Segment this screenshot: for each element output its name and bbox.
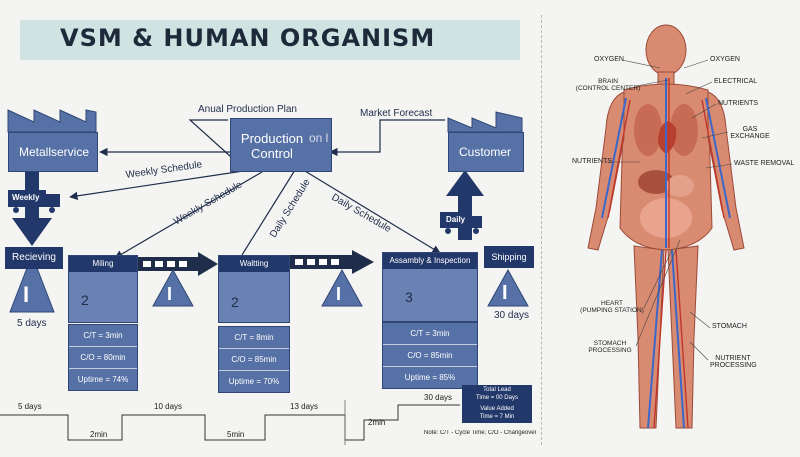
shipping-arrow xyxy=(446,170,484,196)
forecast-line xyxy=(329,119,445,157)
timeline-days-3: 13 days xyxy=(290,402,319,411)
anatomy-label-gas-exchange: GAS EXCHANGE xyxy=(730,126,770,140)
inventory-symbol-shipping: I xyxy=(502,282,508,304)
inventory-triangle-2 xyxy=(321,268,363,307)
timeline-days-4: 30 days xyxy=(424,393,453,402)
cycle-time: C/T = 3min xyxy=(69,325,137,347)
plan-line xyxy=(188,119,241,166)
anatomy-label-nutrient-processing: NUTRIENT PROCESSING xyxy=(710,355,757,369)
timeline-days-1: 5 days xyxy=(18,402,42,411)
operator-count: 2 xyxy=(81,292,89,308)
process-name: Assambly & Inspection xyxy=(383,253,477,269)
value-added-time-box: Value Added Time = 7 Min xyxy=(462,404,532,423)
total-lead-time-box: Total Lead Time = 00 Days xyxy=(462,385,532,404)
heart-shape xyxy=(658,121,677,154)
inventory-symbol-2: I xyxy=(336,284,342,304)
supplier-box: Metallservice xyxy=(8,132,98,172)
veins xyxy=(601,78,731,429)
vsm-connectors xyxy=(0,109,529,445)
anatomy-label-electrical: ELECTRICAL xyxy=(714,78,758,85)
anatomy-label-heart: HEART (PUMPING STATION) xyxy=(580,300,644,314)
uptime: Uptime = 70% xyxy=(228,377,280,386)
receiving-arrow xyxy=(12,218,52,246)
production-control-ghost: on l xyxy=(309,131,329,145)
anatomy-label-stomach-right: STOMACH xyxy=(712,323,747,330)
uptime: Uptime = 85% xyxy=(404,373,456,382)
receiving-box: Recieving xyxy=(5,247,63,269)
timeline-mins-3: 2min xyxy=(368,418,386,427)
inventory-symbol-1: I xyxy=(167,284,173,304)
anatomy-label-stomach-left: STOMACH PROCESSING xyxy=(588,340,632,354)
anatomy-label-oxygen-right: OXYGEN xyxy=(710,56,740,63)
anatomy-label-brain: BRAIN (CONTROL CENTER) xyxy=(575,78,641,92)
changeover: C/O = 80min xyxy=(69,347,137,369)
receiving-days: 5 days xyxy=(17,318,47,329)
supplier-factory-roof xyxy=(7,109,97,133)
organs xyxy=(634,104,698,238)
process-box-assembly: Assambly & Inspection 3 xyxy=(382,252,478,322)
production-control-label: Production Control xyxy=(240,131,304,161)
production-control-box: Production Control on l xyxy=(230,118,332,172)
inventory-triangle-shipping xyxy=(487,268,529,307)
supplier-label: Metallservice xyxy=(19,145,90,159)
push-arrow-1 xyxy=(138,252,218,276)
anatomy-label-nutrients-left: NUTRIENTS xyxy=(572,158,613,165)
process-name: Waltting xyxy=(219,256,289,272)
anatomy-label-waste-removal: WASTE REMOVAL xyxy=(734,160,795,167)
inventory-triangle-receiving xyxy=(9,253,55,313)
cycle-time: C/T = 3min xyxy=(383,323,477,345)
inventory-symbol-receiving: I xyxy=(23,282,30,307)
data-box-welding: C/T = 8min C/O = 85min Uptime = 70% xyxy=(218,326,290,393)
process-box-milling: Miling 2 xyxy=(68,255,138,323)
truck-daily-label: Daily xyxy=(446,215,466,224)
anatomy-leader-lines xyxy=(606,59,733,361)
timeline-mins-1: 2min xyxy=(90,430,108,439)
operator-count: 3 xyxy=(405,289,413,305)
customer-box: Customer xyxy=(448,132,524,172)
timeline-days-2: 10 days xyxy=(154,402,183,411)
anatomy-figure xyxy=(587,24,745,429)
weekly-to-truck-line xyxy=(69,169,251,201)
cycle-time: C/T = 8min xyxy=(219,327,289,349)
daily-to-welding-line xyxy=(241,161,303,256)
customer-factory-roof xyxy=(447,111,523,133)
changeover: C/O = 85min xyxy=(383,345,477,367)
forecast-label: Market Forecast xyxy=(360,108,433,119)
process-box-welding: Waltting 2 xyxy=(218,255,290,323)
anatomy-label-oxygen-left: OXYGEN xyxy=(594,56,624,63)
shipping-box: Shipping xyxy=(484,246,534,268)
inventory-triangle-1 xyxy=(152,268,194,307)
customer-label: Customer xyxy=(459,145,512,159)
timeline-line xyxy=(0,404,460,441)
weekly-to-milling-line xyxy=(114,171,263,259)
page-title: VSM & HUMAN ORGANISM xyxy=(60,24,436,52)
anatomy-label-nutrients-right: NUTRIENTS xyxy=(718,100,759,107)
arteries xyxy=(607,78,725,429)
truck-weekly-label: Weekly xyxy=(12,193,40,202)
title-band xyxy=(20,20,520,60)
shipping-days: 30 days xyxy=(494,310,530,321)
timeline-mins-2: 5min xyxy=(227,430,245,439)
changeover: C/O = 85min xyxy=(219,349,289,371)
process-name: Miling xyxy=(69,256,137,272)
daily-to-assembly-line xyxy=(291,160,441,254)
data-box-milling: C/T = 3min C/O = 80min Uptime = 74% xyxy=(68,324,138,391)
plan-label: Anual Production Plan xyxy=(198,104,297,115)
section-divider xyxy=(541,15,542,445)
timeline-note: Note: C/T - Cycle Time; C/O - Changeover… xyxy=(424,430,536,436)
push-arrow-2 xyxy=(290,250,374,274)
operator-count: 2 xyxy=(231,294,239,310)
data-box-assembly: C/T = 3min C/O = 85min Uptime = 85% xyxy=(382,322,478,389)
uptime: Uptime = 74% xyxy=(77,375,129,384)
